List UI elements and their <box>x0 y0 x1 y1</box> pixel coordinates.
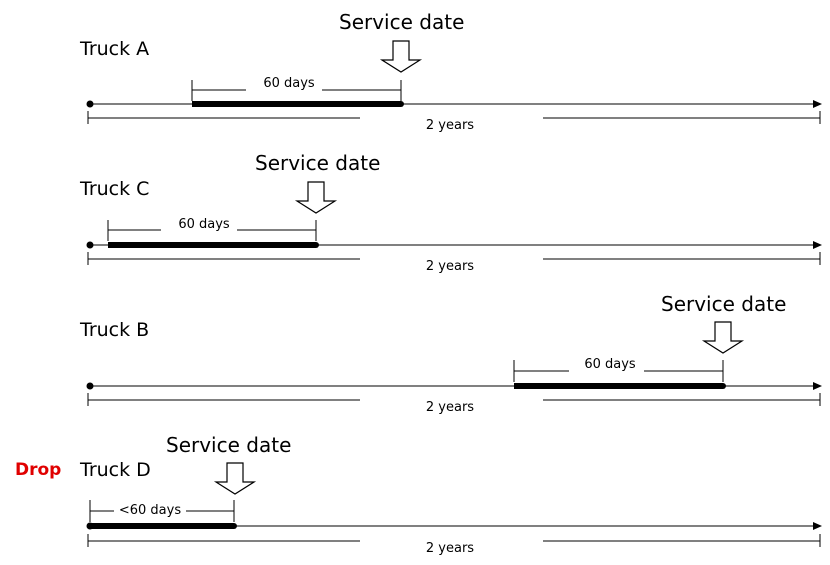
span-label: 2 years <box>426 400 474 415</box>
end-dot-icon <box>231 523 237 529</box>
truck-label: Truck A <box>79 38 149 60</box>
start-dot-icon <box>86 100 94 108</box>
span-label: 2 years <box>426 118 474 133</box>
down-arrow-icon <box>213 462 257 495</box>
end-dot-icon <box>398 101 404 107</box>
span-label: 2 years <box>426 541 474 556</box>
span-label: 2 years <box>426 259 474 274</box>
arrowhead-icon <box>813 522 822 530</box>
down-arrow-icon <box>294 181 338 214</box>
timeline-row-truck-c: Truck C Service date 60 days 2 years <box>79 151 822 274</box>
start-dot-icon <box>86 241 94 249</box>
window-label: 60 days <box>178 217 230 232</box>
window-label: <60 days <box>119 503 181 518</box>
down-arrow-icon <box>379 40 423 73</box>
service-date-label: Service date <box>339 10 464 34</box>
service-date-label: Service date <box>166 433 291 457</box>
truck-label: Truck B <box>79 319 149 341</box>
start-dot-icon <box>86 382 94 390</box>
arrowhead-icon <box>813 382 822 390</box>
arrowhead-icon <box>813 100 822 108</box>
window-label: 60 days <box>263 76 315 91</box>
truck-label: Truck D <box>79 459 151 481</box>
arrowhead-icon <box>813 241 822 249</box>
window-label: 60 days <box>584 357 636 372</box>
drop-label: Drop <box>15 460 61 480</box>
timeline-row-truck-d: Drop Truck D Service date <60 days 2 yea… <box>15 433 822 556</box>
timeline-row-truck-b: Truck B Service date 60 days 2 years <box>79 292 822 415</box>
end-dot-icon <box>720 383 726 389</box>
service-date-label: Service date <box>255 151 380 175</box>
timeline-row-truck-a: Truck A Service date 60 days 2 years <box>79 10 822 133</box>
truck-label: Truck C <box>79 178 149 200</box>
start-dot-icon <box>86 522 94 530</box>
down-arrow-icon <box>701 321 745 354</box>
end-dot-icon <box>313 242 319 248</box>
service-date-label: Service date <box>661 292 786 316</box>
